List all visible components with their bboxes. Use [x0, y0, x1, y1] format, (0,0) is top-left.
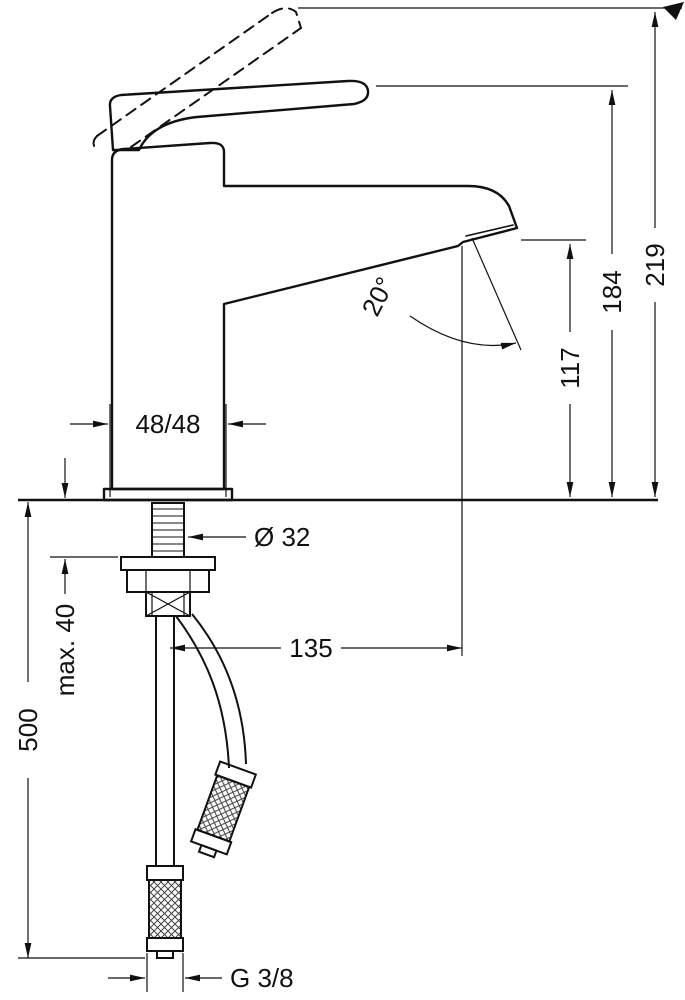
body-and-spout [110, 141, 519, 491]
aerator-line [465, 224, 514, 237]
label-total-height: 219 [640, 243, 670, 286]
stream-line [471, 237, 522, 351]
label-spout-top-height: 184 [597, 270, 627, 313]
label-outlet-height: 117 [555, 347, 585, 388]
base-plate [102, 487, 234, 502]
label-spout-reach: 135 [289, 633, 332, 663]
coupling-cross [145, 591, 191, 617]
supply-hose-straight [155, 616, 175, 866]
clamp-washer [120, 556, 216, 571]
label-spout-angle: 20° [356, 272, 401, 321]
hose-fitting-straight [146, 865, 184, 959]
shank-threads [152, 508, 184, 552]
dimension-lines [18, 2, 684, 992]
handle-raised-dashed [92, 7, 302, 151]
dim-spout-angle [409, 237, 522, 351]
under-deck-assembly [120, 502, 258, 959]
label-hose-length: 500 [13, 708, 43, 751]
supply-hose-curved [175, 613, 247, 769]
label-max-thickness: max. 40 [50, 604, 80, 697]
dimension-labels: 219 184 117 20° 48/48 Ø 32 max. 40 135 5… [13, 243, 670, 993]
hose-fitting-angled [189, 760, 258, 859]
label-thread-size: G 3/8 [230, 963, 294, 993]
nut-facets [145, 570, 191, 592]
handle-lever [108, 79, 370, 152]
angle-arc [409, 315, 517, 350]
label-hole-diameter: Ø 32 [254, 522, 310, 552]
label-base-width: 48/48 [135, 409, 200, 439]
faucet-outline [92, 7, 519, 502]
corner-arrow [663, 2, 684, 20]
hose-coupling [145, 591, 191, 617]
mounting-nut [126, 569, 210, 593]
